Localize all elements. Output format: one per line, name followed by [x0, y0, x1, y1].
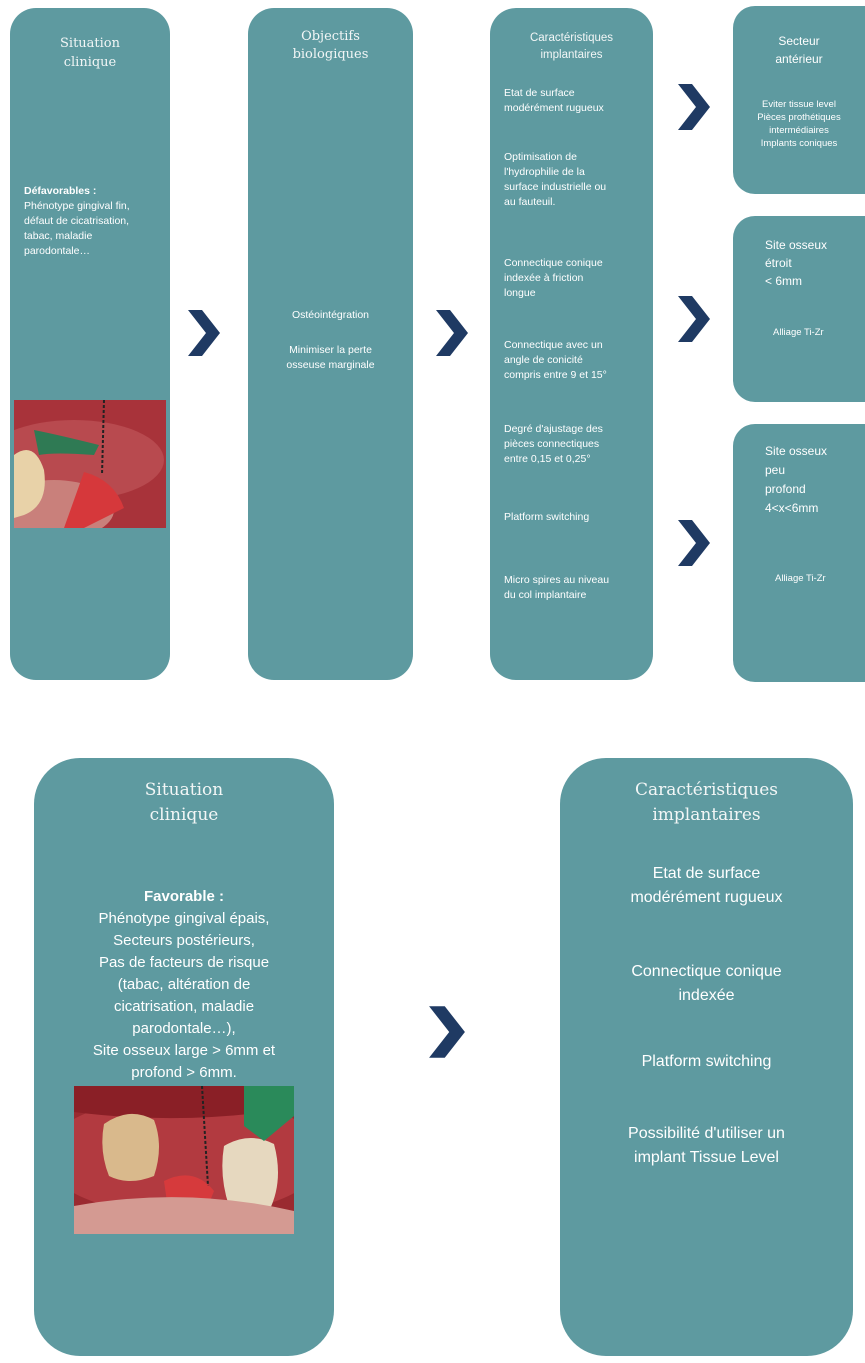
caracteristiques-implantaires-box-bottom: Caractéristiques implantaires Etat de su… [560, 758, 853, 1356]
caracteristique-item: Possibilité d'utiliser un implant Tissue… [628, 1125, 785, 1166]
caracteristique-item: Optimisation de l'hydrophilie de la surf… [504, 151, 607, 208]
box-title: Site osseux peu profond 4<x<6mm [765, 444, 828, 515]
favorable-text: Phénotype gingival épais, Secteurs posté… [92, 910, 276, 1081]
objectif-item: Ostéointégration [291, 309, 370, 321]
chevron-right-icon [678, 84, 710, 130]
secteur-text: Eviter tissue level Pièces prothétiques … [757, 99, 841, 149]
situation-description: Favorable : Phénotype gingival épais, Se… [40, 886, 328, 1084]
defavorables-text: Phénotype gingival fin, défaut de cicatr… [24, 200, 130, 257]
favorable-label: Favorable : [143, 888, 225, 905]
caracteristique-item: Micro spires au niveau du col implantair… [504, 574, 610, 601]
caracteristique-item: Degré d'ajustage des pièces connectiques… [504, 423, 603, 465]
alliage-text: Alliage Ti-Zr [773, 327, 824, 338]
situation-clinique-box-top: Situation clinique Défavorables : Phénot… [10, 8, 170, 680]
site-osseux-etroit-box: Site osseux étroit < 6mm Alliage Ti-Zr [733, 216, 865, 402]
objectifs-biologiques-box: Objectifs biologiques Ostéointégration M… [248, 8, 413, 680]
situation-description: Défavorables : Phénotype gingival fin, d… [24, 184, 162, 259]
caracteristique-item: Etat de surface modérément rugueux [504, 87, 604, 114]
situation-clinique-box-bottom: Situation clinique Favorable : Phénotype… [34, 758, 334, 1356]
site-osseux-peu-profond-box: Site osseux peu profond 4<x<6mm Alliage … [733, 424, 865, 682]
defavorables-label: Défavorables : [24, 185, 97, 197]
box-title: Site osseux étroit < 6mm [765, 238, 828, 288]
caracteristique-item: Connectique avec un angle de conicité co… [504, 339, 607, 381]
caracteristique-item: Connectique conique indexée à friction l… [504, 257, 603, 299]
caracteristique-item: Platform switching [641, 1053, 772, 1070]
clinical-photo [14, 400, 166, 528]
clinical-photo [74, 1086, 294, 1234]
chevron-right-icon [678, 520, 710, 566]
chevron-right-icon [188, 310, 220, 356]
chevron-right-icon [436, 310, 468, 356]
box-title: Caractéristiques implantaires [635, 780, 778, 825]
secteur-anterieur-box: Secteur antérieur Eviter tissue level Pi… [733, 6, 865, 194]
caracteristiques-implantaires-box-top: Caractéristiques implantaires Etat de su… [490, 8, 653, 680]
caracteristique-item: Platform switching [504, 511, 590, 523]
chevron-right-icon [678, 296, 710, 342]
alliage-text: Alliage Ti-Zr [775, 573, 826, 584]
caracteristique-item: Etat de surface modérément rugueux [630, 865, 783, 906]
box-title: Situation clinique [144, 780, 224, 825]
box-title: Secteur antérieur [775, 34, 823, 66]
objectifs-list: Ostéointégration Minimiser la perte osse… [256, 308, 405, 373]
objectif-item: Minimiser la perte osseuse marginale [286, 344, 375, 371]
box-title: Caractéristiques implantaires [529, 32, 614, 61]
box-title: Situation clinique [60, 36, 120, 70]
caracteristique-item: Connectique conique indexée [631, 963, 782, 1004]
chevron-right-icon [429, 1006, 465, 1058]
box-title: Objectifs biologiques [292, 29, 369, 62]
